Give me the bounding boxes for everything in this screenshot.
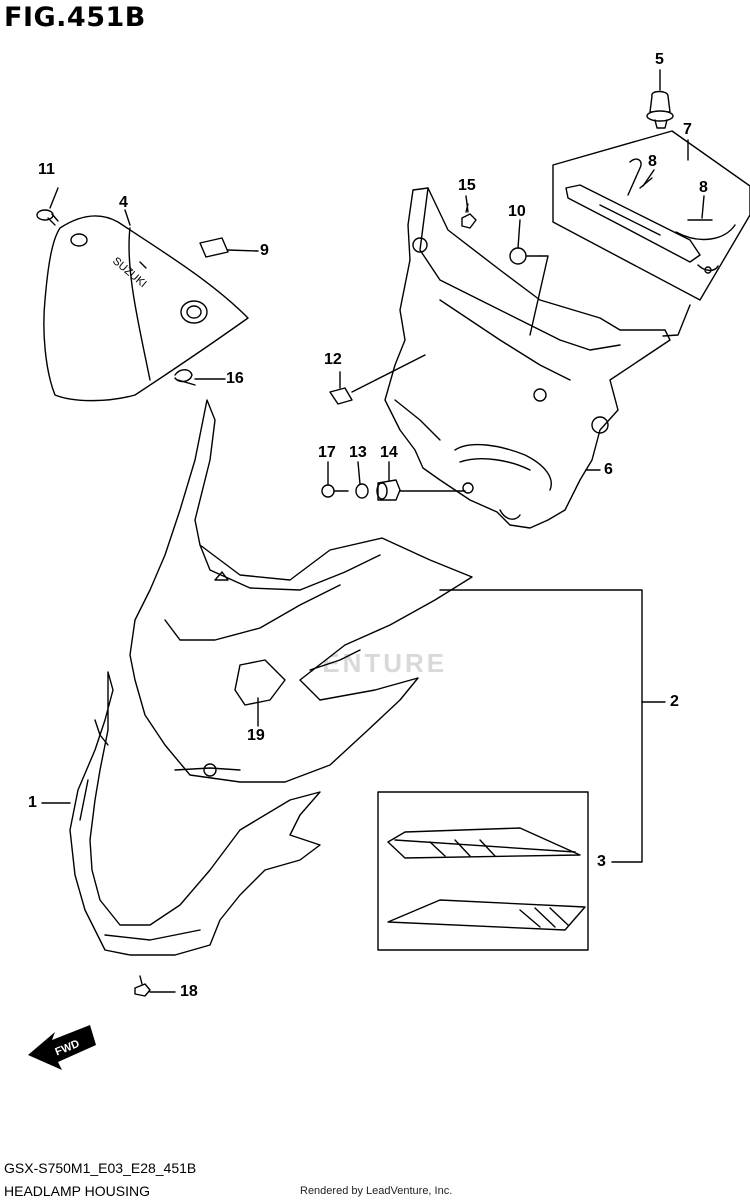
callout-8a: 8 (648, 153, 657, 170)
callout-19: 19 (247, 727, 265, 744)
callout-7: 7 (683, 121, 692, 138)
bracket-7-group-box (552, 130, 750, 301)
decal-3-part[interactable] (387, 827, 586, 931)
washer-13-part[interactable] (355, 483, 369, 499)
screw-17-part[interactable] (321, 484, 349, 498)
upper-cowl-2-part[interactable] (129, 399, 473, 783)
screw-15-part[interactable] (461, 203, 477, 229)
decal-3-box (377, 791, 589, 951)
leader-12b (351, 354, 426, 393)
callout-10: 10 (508, 203, 526, 220)
diagram-name: HEADLAMP HOUSING (4, 1183, 150, 1199)
fwd-arrow-icon (28, 1025, 96, 1070)
screw-18-part[interactable] (134, 975, 151, 997)
screw-10-part[interactable] (509, 247, 541, 265)
leader-10b (529, 255, 549, 336)
meter-cover-part[interactable] (43, 215, 249, 402)
leader-7b (662, 304, 691, 337)
callout-17: 17 (318, 444, 336, 461)
leader-8a (642, 169, 655, 187)
callout-2: 2 (670, 693, 679, 710)
leader-10 (517, 219, 521, 249)
grommet-14-part[interactable] (376, 479, 401, 501)
callout-5: 5 (655, 51, 664, 68)
render-credit: Rendered by LeadVenture, Inc. (300, 1185, 453, 1197)
callout-8b: 8 (699, 179, 708, 196)
pad-9-part[interactable] (199, 237, 229, 258)
callout-18: 18 (180, 983, 198, 1000)
callout-4: 4 (119, 194, 128, 211)
callout-11: 11 (38, 161, 55, 178)
figure-title: FIG.451B (4, 2, 146, 33)
headlamp-bracket-6-part[interactable] (384, 187, 671, 529)
callout-1: 1 (28, 794, 37, 811)
leader-2-3-bracket (439, 589, 643, 863)
bolt-8a-part[interactable] (639, 177, 653, 189)
leader-13 (357, 461, 361, 485)
leader-9 (227, 249, 259, 252)
bracket-7-part[interactable] (565, 158, 736, 274)
leader-11 (49, 187, 59, 209)
callout-15: 15 (458, 177, 476, 194)
callout-6: 6 (604, 461, 613, 478)
screw-11-part[interactable] (36, 209, 59, 226)
lower-cowl-1-part[interactable] (69, 671, 321, 956)
leader-4 (124, 209, 131, 226)
callout-16: 16 (226, 370, 244, 387)
diagram-code: GSX-S750M1_E03_E28_451B (4, 1160, 197, 1176)
leader-15 (465, 195, 469, 213)
callout-13: 13 (349, 444, 367, 461)
callout-9: 9 (260, 242, 269, 259)
callout-3: 3 (597, 853, 606, 870)
callout-14: 14 (380, 444, 398, 461)
callout-12: 12 (324, 351, 342, 368)
grommet-5-part[interactable] (646, 90, 674, 129)
clip-16-part[interactable] (174, 369, 196, 386)
nut-12-part[interactable] (329, 387, 353, 405)
leader-8b (701, 195, 705, 219)
